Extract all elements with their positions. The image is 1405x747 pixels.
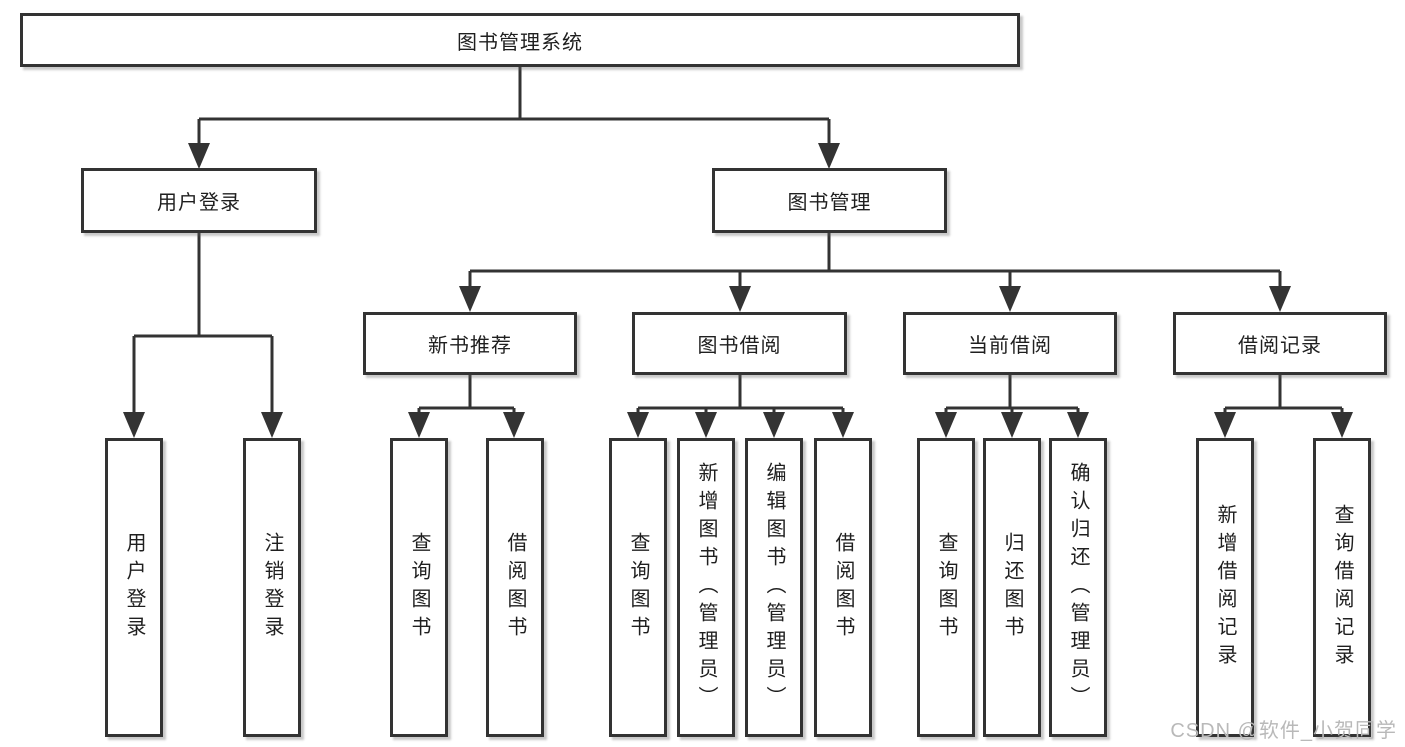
node-label: 当前借阅 bbox=[968, 335, 1052, 357]
csdn-watermark: CSDN @软件_小贺同学 bbox=[1170, 720, 1397, 742]
arrow-down-icon bbox=[459, 286, 481, 312]
arrow-down-icon bbox=[1001, 412, 1023, 438]
leaf-cb-confirm-return-admin: 确认归还（管理员） bbox=[1049, 438, 1107, 737]
arrow-down-icon bbox=[695, 412, 717, 438]
node-label: 归还图书 bbox=[1001, 531, 1023, 644]
arrowheads bbox=[123, 143, 1353, 438]
node-label: 查询借阅记录 bbox=[1331, 503, 1353, 672]
node-label: 用户登录 bbox=[123, 531, 145, 644]
arrow-down-icon bbox=[763, 412, 785, 438]
leaf-bb-add-books-admin: 新增图书（管理员） bbox=[677, 438, 735, 737]
node-new-book-recommendation: 新书推荐 bbox=[363, 312, 577, 375]
arrow-down-icon bbox=[832, 412, 854, 438]
leaf-nbr-borrow-books: 借阅图书 bbox=[486, 438, 544, 737]
arrow-down-icon bbox=[729, 286, 751, 312]
leaf-cb-return-books: 归还图书 bbox=[983, 438, 1041, 737]
leaf-user-login: 用户登录 bbox=[105, 438, 163, 737]
node-label: 查询图书 bbox=[408, 531, 430, 644]
node-label: 查询图书 bbox=[627, 531, 649, 644]
node-label: 图书管理系统 bbox=[457, 31, 583, 54]
node-label: 编辑图书（管理员） bbox=[763, 461, 785, 714]
arrow-down-icon bbox=[1214, 412, 1236, 438]
node-library-management-system: 图书管理系统 bbox=[20, 13, 1020, 67]
arrow-down-icon bbox=[503, 412, 525, 438]
leaf-bb-query-books: 查询图书 bbox=[609, 438, 667, 737]
node-label: 图书管理 bbox=[787, 192, 872, 214]
node-label: 新增借阅记录 bbox=[1214, 503, 1236, 672]
node-current-borrowing: 当前借阅 bbox=[903, 312, 1117, 375]
node-book-management: 图书管理 bbox=[712, 168, 947, 233]
arrow-down-icon bbox=[1269, 286, 1291, 312]
node-label: 注销登录 bbox=[261, 531, 283, 644]
arrow-down-icon bbox=[1067, 412, 1089, 438]
node-label: 借阅图书 bbox=[504, 531, 526, 644]
connector-segments bbox=[132, 67, 1344, 412]
node-label: 新增图书（管理员） bbox=[695, 461, 717, 714]
leaf-br-add-record: 新增借阅记录 bbox=[1196, 438, 1254, 737]
leaf-br-query-record: 查询借阅记录 bbox=[1313, 438, 1371, 737]
leaf-logout: 注销登录 bbox=[243, 438, 301, 737]
leaf-nbr-query-books: 查询图书 bbox=[390, 438, 448, 737]
node-label: 用户登录 bbox=[157, 192, 241, 214]
node-label: 图书借阅 bbox=[697, 335, 782, 357]
arrow-down-icon bbox=[123, 412, 145, 438]
node-label: 借阅记录 bbox=[1238, 335, 1322, 357]
leaf-bb-edit-books-admin: 编辑图书（管理员） bbox=[745, 438, 803, 737]
node-borrowing-records: 借阅记录 bbox=[1173, 312, 1387, 375]
node-label: 新书推荐 bbox=[428, 335, 512, 357]
node-book-borrowing: 图书借阅 bbox=[632, 312, 847, 375]
arrow-down-icon bbox=[935, 412, 957, 438]
arrow-down-icon bbox=[627, 412, 649, 438]
node-label: 查询图书 bbox=[935, 531, 957, 644]
arrow-down-icon bbox=[408, 412, 430, 438]
node-user-login: 用户登录 bbox=[81, 168, 317, 233]
arrow-down-icon bbox=[999, 286, 1021, 312]
leaf-cb-query-books: 查询图书 bbox=[917, 438, 975, 737]
arrow-down-icon bbox=[188, 143, 210, 169]
arrow-down-icon bbox=[818, 143, 840, 169]
arrow-down-icon bbox=[1331, 412, 1353, 438]
node-label: 借阅图书 bbox=[832, 531, 854, 644]
arrow-down-icon bbox=[261, 412, 283, 438]
leaf-bb-borrow-books: 借阅图书 bbox=[814, 438, 872, 737]
node-label: 确认归还（管理员） bbox=[1067, 461, 1089, 714]
